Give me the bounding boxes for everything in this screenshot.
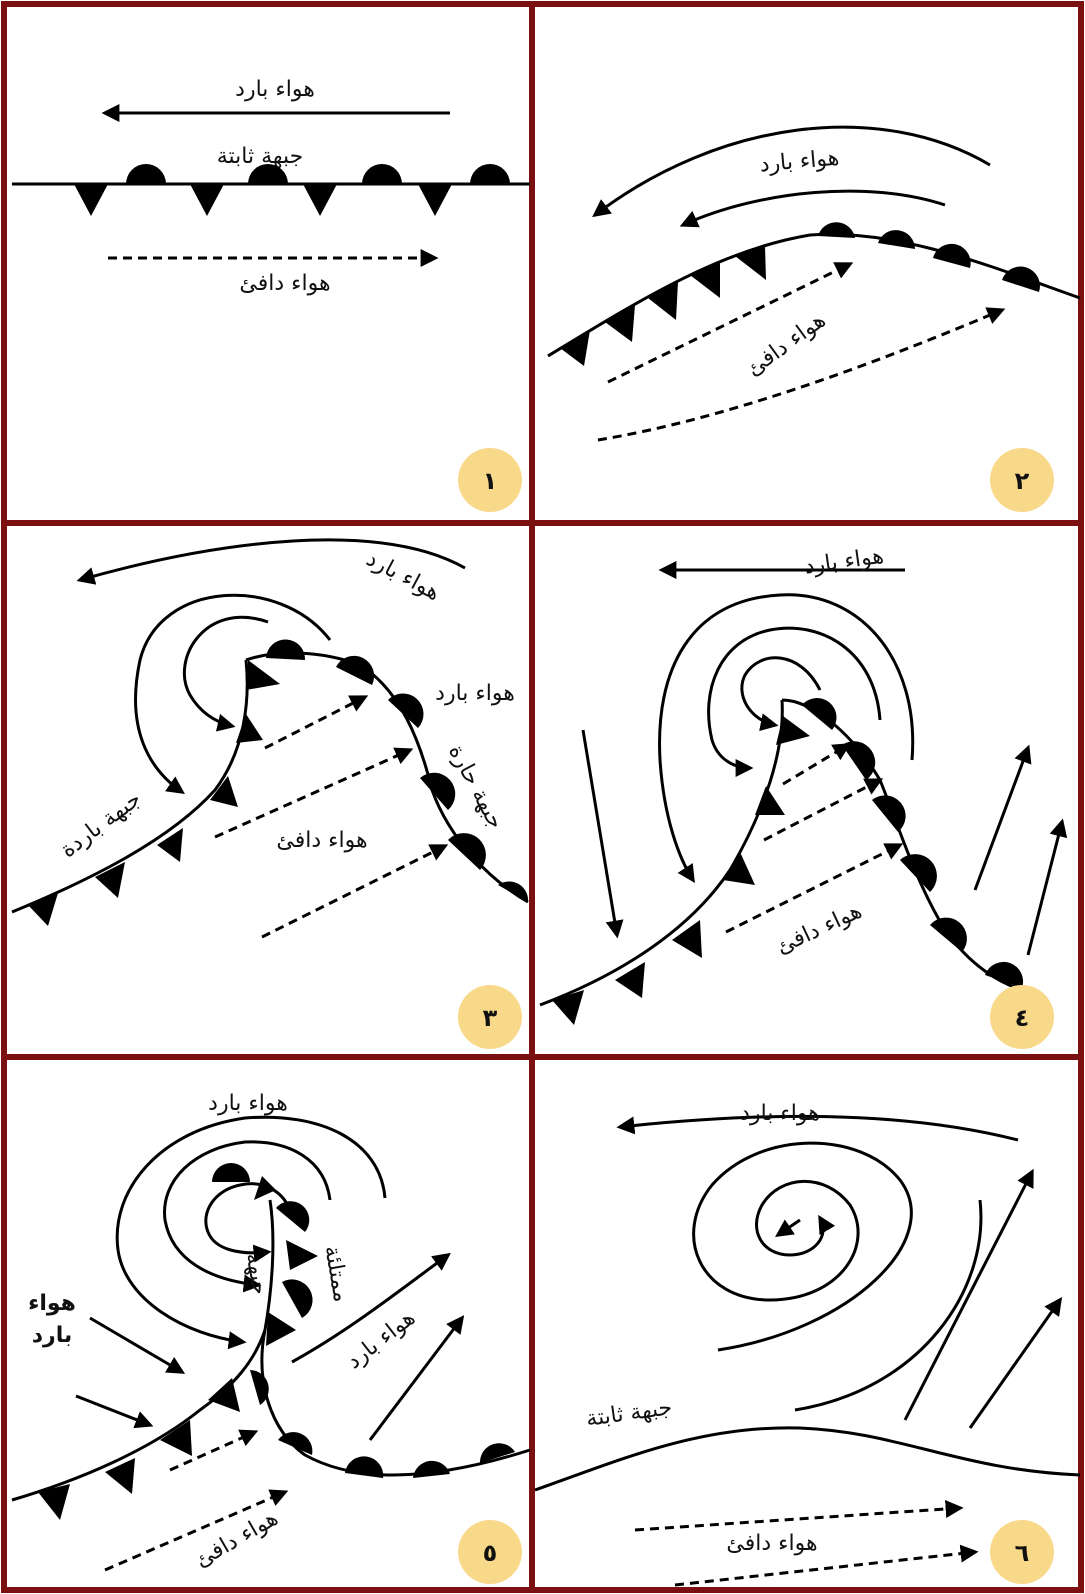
panel-2-number: ٢ xyxy=(1015,467,1030,495)
warm-air-arrow xyxy=(903,1168,1034,1421)
cold-front-line xyxy=(11,1329,267,1502)
stationary-front-label: جبهة ثابتة xyxy=(217,144,304,169)
warm-air-label: هواء دافئ xyxy=(726,1531,817,1556)
cyclonic-flow-arrow xyxy=(204,1182,292,1263)
cold-front-label: جبهة باردة xyxy=(56,787,146,864)
cold-air-arrow xyxy=(75,1394,154,1429)
stationary-front-line xyxy=(534,1426,1081,1492)
cold-air-arrow xyxy=(291,1252,451,1364)
warm-air-arrow xyxy=(597,307,1006,442)
warm-front-symbols xyxy=(250,1370,515,1478)
cold-front-symbols xyxy=(560,246,766,366)
cold-front-line xyxy=(11,659,249,914)
panel-2: هواء بارد هواء دافئ ٢ xyxy=(547,125,1081,512)
warm-air-arrow xyxy=(261,844,449,939)
cold-front-symbols xyxy=(38,1378,240,1520)
cold-air-label-line2: بارد xyxy=(32,1323,72,1348)
cyclonic-flow-arrow xyxy=(163,1140,332,1293)
cold-air-label: هواء بارد xyxy=(362,547,444,606)
panel-4: هواء بارد هواء دافئ ٤ xyxy=(539,544,1068,1049)
cold-air-label: هواء بارد xyxy=(740,1101,820,1126)
cold-air-label-line1: هواء xyxy=(28,1291,76,1316)
panel-6-badge xyxy=(990,1520,1054,1584)
cold-air-label: هواء بارد xyxy=(208,1091,288,1116)
occluded-front-label-2: ممتلئة xyxy=(319,1244,353,1304)
cold-front-symbols xyxy=(74,184,452,216)
panel-5: هواء بارد هواء بارد xyxy=(11,1091,531,1584)
panel-1-number: ١ xyxy=(483,467,498,495)
panel-5-number: ٥ xyxy=(483,1539,498,1567)
cyclonic-flow-arrow xyxy=(134,593,332,795)
cold-air-label: هواء بارد xyxy=(342,1306,420,1375)
warm-front-symbols xyxy=(818,222,1040,292)
spiral-inner-arrow xyxy=(775,1218,801,1238)
warm-air-label: هواء دافئ xyxy=(742,308,830,382)
warm-air-arrow xyxy=(968,1297,1063,1429)
warm-air-arrow xyxy=(214,747,414,839)
cold-air-label: هواء بارد xyxy=(803,544,885,580)
cold-air-arrow xyxy=(76,538,466,585)
spiral-flow xyxy=(794,1199,983,1412)
warm-air-arrow xyxy=(763,778,884,842)
warm-air-label: هواء دافئ xyxy=(239,271,330,296)
cold-air-arrow xyxy=(616,1114,1019,1142)
panel-1-badge xyxy=(458,448,522,512)
occluded-front-symbols xyxy=(212,1163,318,1346)
cyclonic-flow-arrow xyxy=(182,615,269,732)
warm-air-arrow xyxy=(1026,818,1068,956)
cyclonic-flow-arrow xyxy=(658,593,915,884)
warm-front-symbols xyxy=(802,697,1024,988)
panel-3-number: ٣ xyxy=(483,1004,498,1032)
warm-air-arrow xyxy=(674,1544,979,1587)
panel-1: هواء بارد جبهة ثابتة هواء دافئ ١ xyxy=(12,77,530,512)
cold-air-label: هواء بارد xyxy=(235,77,315,102)
cyclonic-flow-arrow xyxy=(115,1115,387,1350)
warm-front-symbols xyxy=(126,164,510,184)
cold-air-label: هواء بارد xyxy=(435,681,515,706)
warm-air-arrow xyxy=(264,695,369,750)
spiral-flow xyxy=(692,1141,913,1352)
warm-air-label: هواء دافئ xyxy=(276,828,367,853)
panel-6-number: ٦ xyxy=(1015,1539,1030,1567)
warm-air-label: هواء دافئ xyxy=(191,1506,282,1573)
cold-air-arrow xyxy=(89,1316,186,1374)
cyclonic-flow-arrow xyxy=(740,656,822,731)
warm-air-arrow xyxy=(104,1489,289,1572)
cold-air-arrow xyxy=(368,1315,465,1441)
panel-5-badge xyxy=(458,1520,522,1584)
cold-air-label: هواء بارد xyxy=(759,146,841,178)
warm-air-arrow xyxy=(634,1499,964,1532)
cold-front-symbols xyxy=(28,660,280,926)
warm-air-label: هواء دافئ xyxy=(773,899,866,960)
warm-front-symbols xyxy=(266,639,529,902)
cold-air-arrow xyxy=(679,189,946,228)
panel-4-badge xyxy=(990,985,1054,1049)
cold-front-symbols xyxy=(552,716,810,1025)
warm-air-arrow xyxy=(782,743,852,786)
cyclonic-flow-arrow xyxy=(707,626,882,777)
panel-2-badge xyxy=(990,448,1054,512)
cold-air-arrow xyxy=(592,125,991,218)
panel-4-number: ٤ xyxy=(1015,1004,1030,1032)
occluded-front-label-1: جبهة xyxy=(240,1251,272,1297)
warm-air-arrow xyxy=(169,1429,259,1472)
warm-air-arrow xyxy=(973,744,1032,891)
stationary-front-label: جبهة ثابتة xyxy=(584,1395,673,1432)
panel-6: هواء بارد جبهة ثابتة هواء دافئ ٦ xyxy=(534,1101,1081,1587)
panel-3-badge xyxy=(458,985,522,1049)
panel-3: هواء بارد هواء بارد جبهة حارة جبهة باردة… xyxy=(11,538,529,1049)
cold-front-line xyxy=(539,699,784,1007)
occluded-front-line xyxy=(263,1199,275,1331)
warm-air-arrow xyxy=(725,843,904,934)
frontal-wave-line xyxy=(547,232,1081,358)
cold-air-arrow xyxy=(581,729,624,939)
